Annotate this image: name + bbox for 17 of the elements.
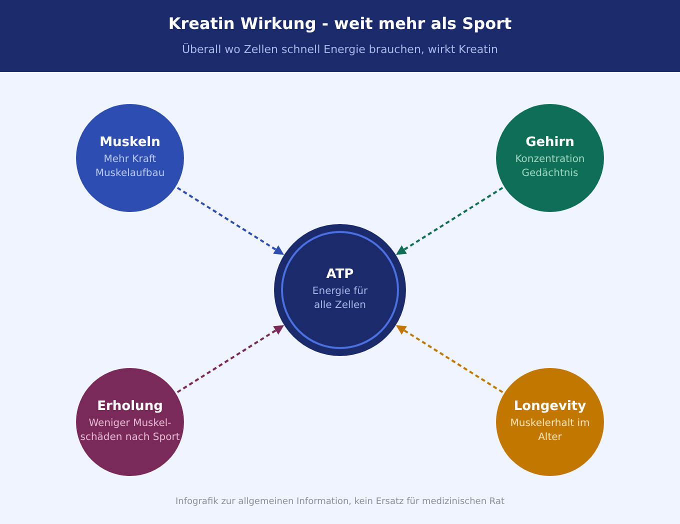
node-description: Muskelerhalt im Alter — [509, 417, 591, 446]
node-description: Energie für alle Zellen — [311, 285, 369, 314]
subtitle: Überall wo Zellen schnell Energie brauchen, wirkt Kreatin — [182, 42, 498, 58]
node-title: Gehirn — [526, 134, 574, 152]
dashed-arrow — [396, 186, 504, 256]
node-title: Muskeln — [100, 134, 160, 152]
title: Kreatin Wirkung - weit mehr als Sport — [168, 13, 512, 35]
node-description: Weniger Muskel- schäden nach Sport — [79, 417, 181, 446]
footer-note: Infografik zur allgemeinen Information, kein Ersatz für medizinischen Rat — [175, 496, 504, 509]
dashed-arrow — [396, 324, 504, 394]
node-description: Konzentration Gedächtnis — [514, 153, 586, 182]
node-title: Longevity — [514, 398, 586, 416]
dashed-arrow — [176, 324, 284, 394]
dashed-arrow — [176, 186, 284, 256]
node-description: Mehr Kraft Muskelaufbau — [94, 153, 166, 182]
node-title: Erholung — [97, 398, 163, 416]
node-title: ATP — [326, 266, 354, 284]
